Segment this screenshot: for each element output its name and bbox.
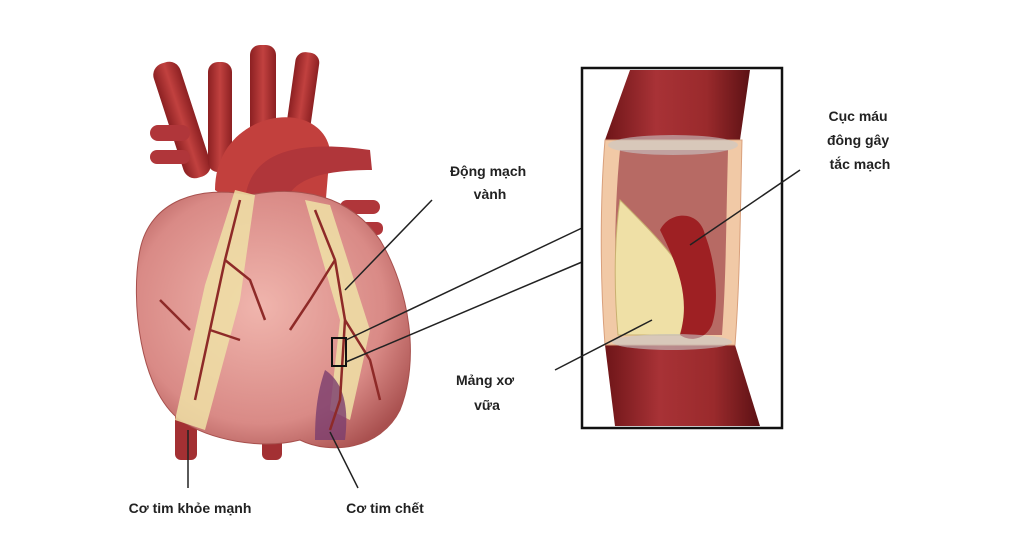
pointer-dead <box>329 431 359 489</box>
blood-clot <box>660 215 716 339</box>
label-line: Động mạch <box>450 163 526 179</box>
label-blood-clot: Cục máu đông gây tắc mạch <box>827 108 893 172</box>
artery-inset <box>580 66 784 430</box>
pointer-coronary <box>344 199 433 291</box>
label-line: tắc mạch <box>830 155 891 172</box>
heart-illustration <box>135 45 411 460</box>
magnified-region-marker <box>331 337 347 367</box>
zoom-connector-bottom <box>345 261 583 363</box>
label-dead-muscle: Cơ tim chết <box>346 500 424 516</box>
zoom-connector-top <box>345 227 583 341</box>
pointer-clot <box>689 169 801 246</box>
coronary-arteries <box>159 199 382 431</box>
label-line: đông gây <box>827 132 889 148</box>
fat-tissue <box>305 200 370 420</box>
label-coronary-artery: Động mạch vành <box>450 163 530 202</box>
label-line: vữa <box>474 397 500 413</box>
dead-tissue <box>315 370 347 440</box>
label-line: Mảng xơ <box>456 372 514 388</box>
label-plaque: Mảng xơ vữa <box>456 372 518 413</box>
label-line: vành <box>474 186 507 202</box>
label-line: Cục máu <box>828 108 887 124</box>
label-healthy-muscle: Cơ tim khỏe mạnh <box>129 500 252 516</box>
pointer-plaque <box>554 319 653 371</box>
